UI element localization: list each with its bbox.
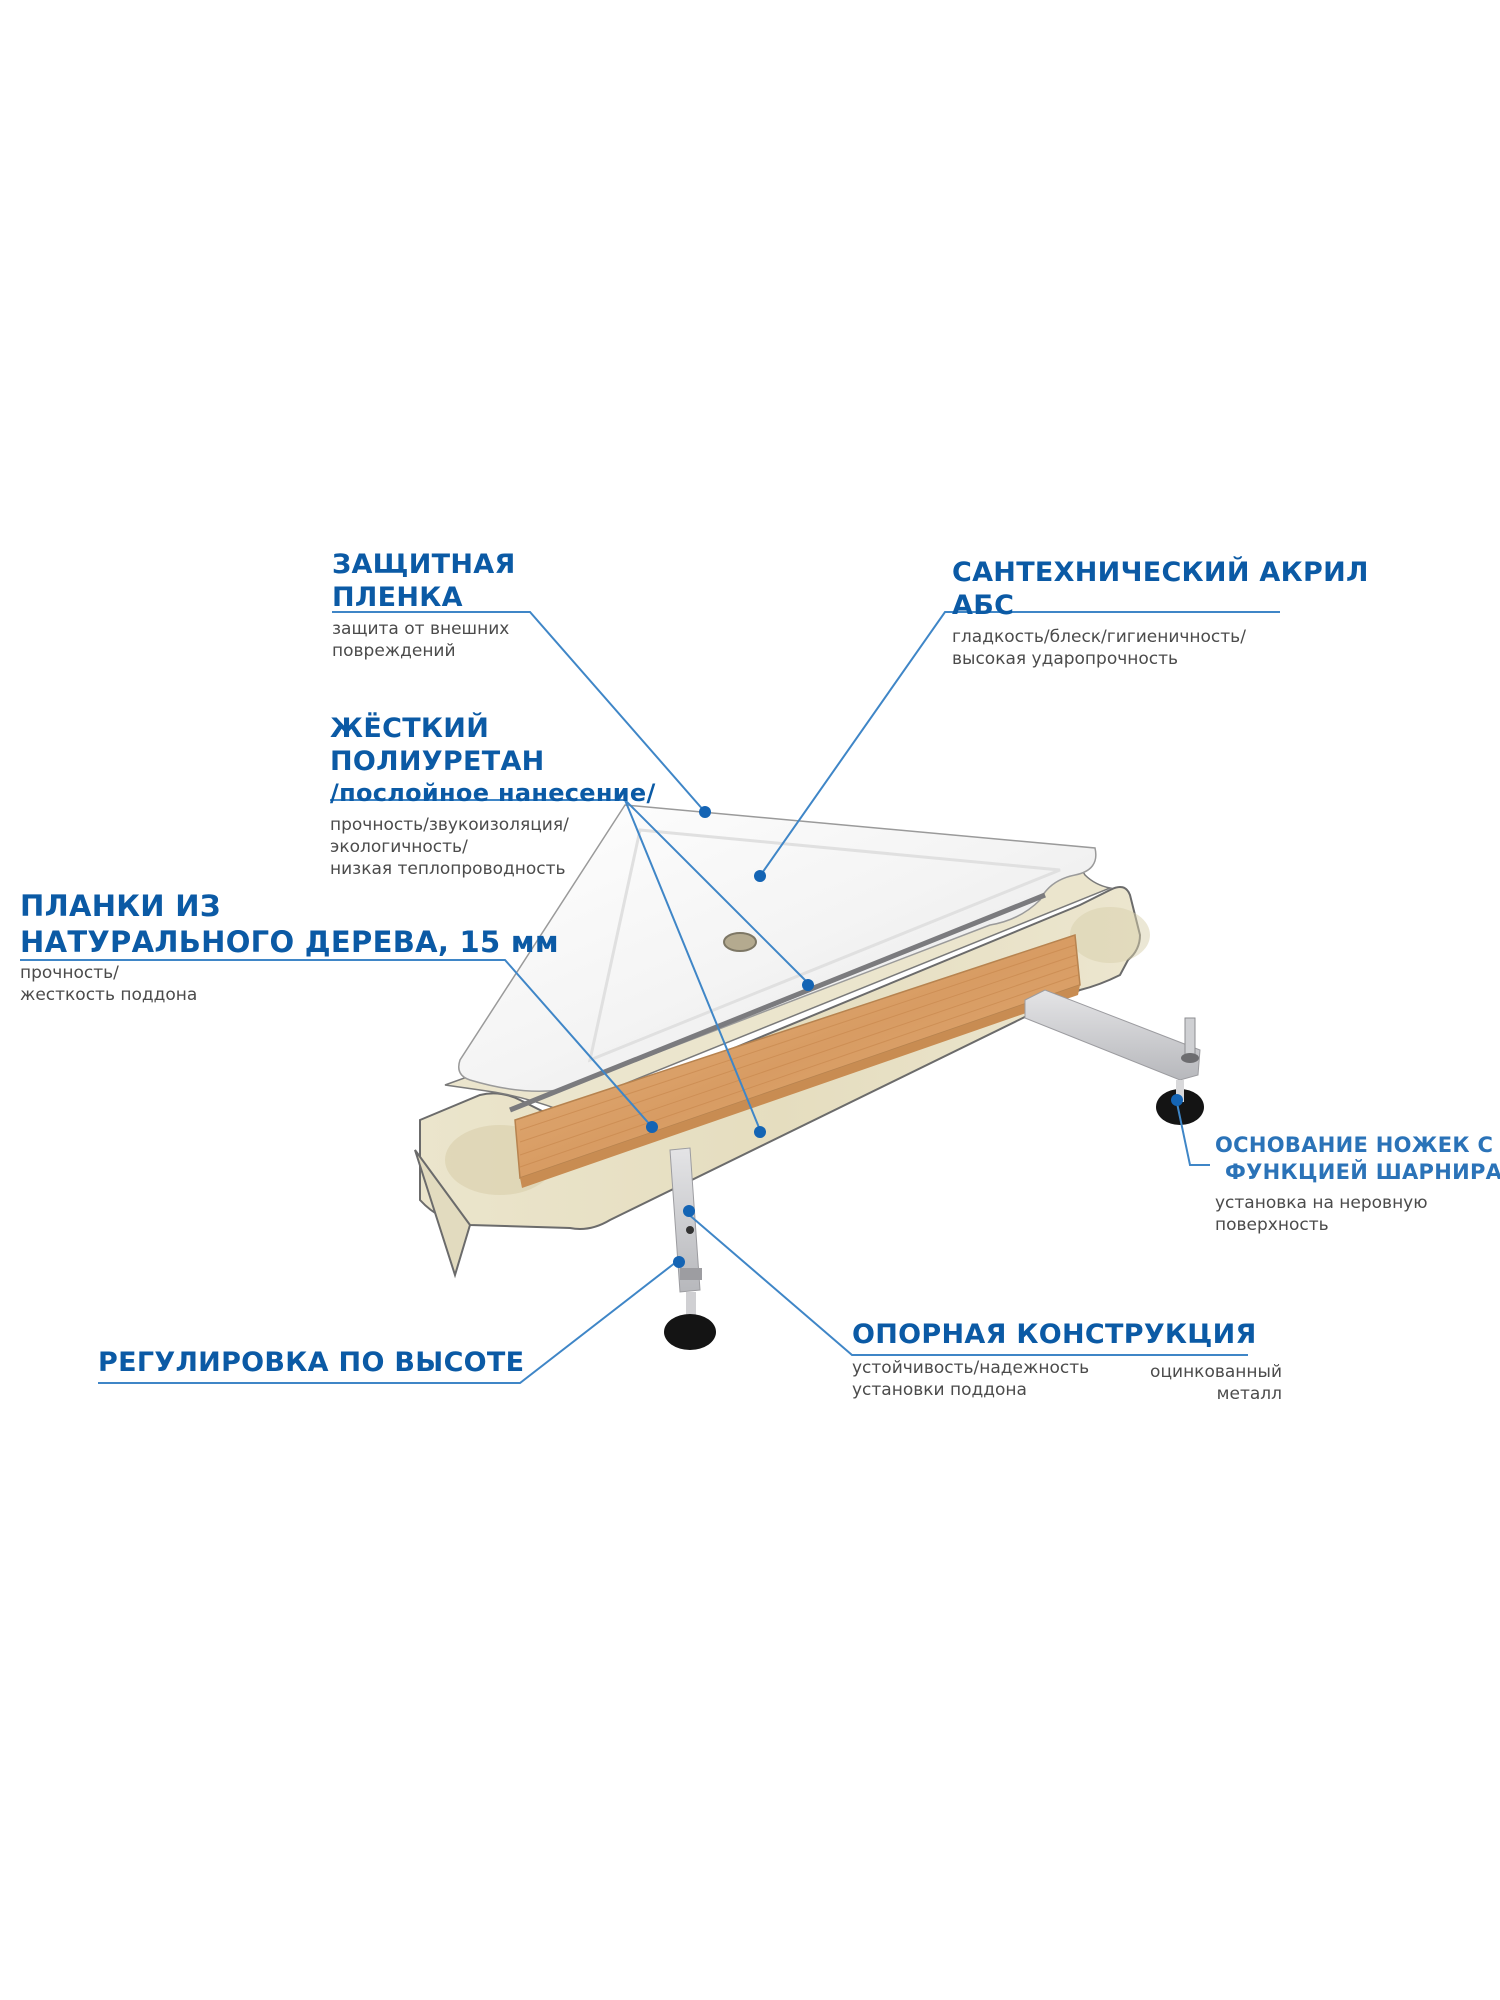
acrylic-layer [458, 804, 1097, 1113]
callout-title: ОПОРНАЯ КОНСТРУКЦИЯ [852, 1319, 1257, 1350]
support-frame-metal [664, 989, 1204, 1350]
callout-description: экологичность/ [330, 837, 468, 857]
callout-title: ЖЁСТКИЙ [330, 713, 490, 744]
callout-support-frame: ОПОРНАЯ КОНСТРУКЦИЯ устойчивость/надежно… [852, 1318, 1282, 1404]
callout-sanitary-acrylic: САНТЕХНИЧЕСКИЙ АКРИЛ АБС гладкость/блеск… [952, 556, 1369, 670]
dot-height-adjustment [673, 1256, 685, 1268]
callout-rigid-polyurethane: ЖЁСТКИЙ ПОЛИУРЕТАН /послойное нанесение/… [330, 712, 656, 880]
leader-lines [20, 611, 1280, 1384]
callout-hinged-feet: ОСНОВАНИЕ НОЖЕК С ФУНКЦИЕЙ ШАРНИРА устан… [1215, 1132, 1500, 1236]
callout-description: жесткость поддона [20, 985, 198, 1005]
dot-wood [646, 1121, 658, 1133]
dot-polyurethane-b [754, 1126, 766, 1138]
callout-description: установка на неровную [1215, 1193, 1428, 1213]
callout-dots [646, 806, 1183, 1268]
callout-description: гладкость/блеск/гигиеничность/ [952, 627, 1246, 647]
callout-title: ПОЛИУРЕТАН [330, 746, 545, 777]
callout-title-note: /послойное нанесение/ [330, 779, 656, 807]
dot-polyurethane-a [802, 979, 814, 991]
leader-height-adjustment [98, 1258, 681, 1384]
callout-title: САНТЕХНИЧЕСКИЙ АКРИЛ [952, 557, 1369, 588]
callout-wood-slats: ПЛАНКИ ИЗ НАТУРАЛЬНОГО ДЕРЕВА, 15 мм про… [20, 888, 559, 1006]
leader-protective-film [332, 611, 706, 813]
leader-hinged-feet [1176, 1102, 1210, 1166]
dot-sanitary-acrylic [754, 870, 766, 882]
wood-slat [514, 933, 1081, 1188]
callout-title: ПЛАНКИ ИЗ [20, 889, 221, 923]
callout-title: ПЛЕНКА [332, 582, 463, 613]
leader-sanitary-acrylic [759, 611, 1280, 877]
callout-description: прочность/ [20, 963, 119, 983]
callout-title: ЗАЩИТНАЯ [332, 549, 516, 580]
callout-description: прочность/звукоизоляция/ [330, 815, 569, 835]
callout-title: РЕГУЛИРОВКА ПО ВЫСОТЕ [98, 1347, 525, 1378]
callout-description: повреждений [332, 641, 456, 661]
callout-material: оцинкованный металл [1150, 1361, 1282, 1405]
leader-polyurethane-b [624, 799, 761, 1131]
callout-material-line: металл [1216, 1384, 1282, 1404]
callout-description: устойчивость/надежность [852, 1358, 1090, 1378]
callout-description: поверхность [1215, 1215, 1329, 1235]
callout-material-line: оцинкованный [1150, 1362, 1282, 1382]
leader-support-frame [686, 1212, 1248, 1356]
dot-support-frame [683, 1205, 695, 1217]
callout-description: низкая теплопроводность [330, 859, 566, 879]
callout-title: НАТУРАЛЬНОГО ДЕРЕВА, 15 мм [20, 925, 559, 959]
callout-description: установки поддона [852, 1380, 1027, 1400]
callout-title: АБС [952, 590, 1015, 621]
callout-height-adjustment: РЕГУЛИРОВКА ПО ВЫСОТЕ [98, 1346, 524, 1379]
drain-hole [723, 932, 757, 952]
callout-description: высокая ударопрочность [952, 649, 1179, 669]
dot-protective-film [699, 806, 711, 818]
callout-protective-film: ЗАЩИТНАЯ ПЛЕНКА защита от внешних повреж… [332, 548, 516, 662]
dot-hinged-feet [1171, 1094, 1183, 1106]
callout-title: ФУНКЦИЕЙ ШАРНИРА [1225, 1160, 1500, 1184]
leader-wood [20, 959, 653, 1128]
callout-description: защита от внешних [332, 619, 510, 639]
callout-title: ОСНОВАНИЕ НОЖЕК С [1215, 1133, 1494, 1157]
